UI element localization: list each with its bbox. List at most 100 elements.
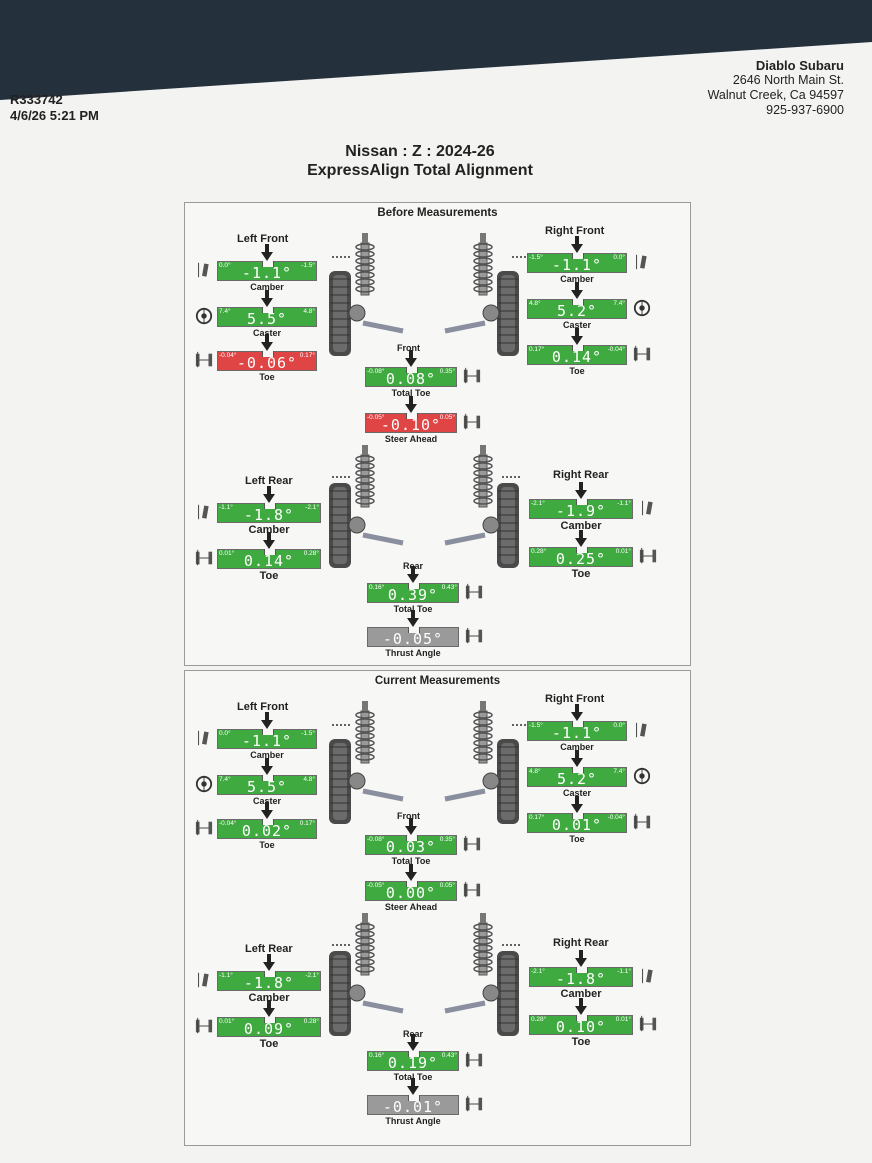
spec-min: 0.01° xyxy=(219,550,235,557)
caster-icon xyxy=(633,299,651,317)
rear-total-toe-gauge: 0.16°0.43°0.39°Total Toe xyxy=(367,583,459,614)
gauge-caption: Caster xyxy=(562,320,591,330)
separator-dots xyxy=(501,939,521,949)
gauge-caption: Steer Ahead xyxy=(384,434,438,444)
gauge-spec-notch xyxy=(408,627,420,633)
camber-icon xyxy=(636,722,647,738)
gauge-spec-notch xyxy=(576,967,588,973)
spec-min: -2.1° xyxy=(531,500,545,507)
camber-icon xyxy=(198,504,209,520)
gauge-spec-notch xyxy=(406,881,418,887)
reading-arrow-icon xyxy=(575,482,587,499)
spec-max: 0.43° xyxy=(441,584,457,591)
reading-arrow-icon xyxy=(571,750,583,767)
rear-total-toe-gauge: 0.16°0.43°0.19°Total Toe xyxy=(367,1051,459,1082)
measured-value: 0.39° xyxy=(387,586,439,604)
gauge-spec-notch xyxy=(406,835,418,841)
gauge-spec-notch xyxy=(408,1051,420,1057)
gauge-caption: Toe xyxy=(569,366,585,376)
lr-toe-gauge: 0.01°0.28°0.09°Toe xyxy=(217,1017,321,1050)
gauge-spec-notch xyxy=(576,547,588,553)
lf-toe-gauge: -0.04°0.17°-0.06°Toe xyxy=(217,351,317,382)
spec-max: 0.0° xyxy=(613,254,625,261)
spec-min: -1.1° xyxy=(219,972,233,979)
separator-dots xyxy=(501,471,521,481)
reading-arrow-icon xyxy=(405,350,417,367)
gauge-caption: Thrust Angle xyxy=(385,1116,441,1126)
measured-value: -1.8° xyxy=(243,974,295,992)
gauge-spec-notch xyxy=(262,729,274,735)
measured-value: -0.01° xyxy=(382,1098,444,1116)
front-axle-label: Front xyxy=(397,811,420,821)
measured-value: 0.00° xyxy=(385,884,437,902)
measured-value: 0.03° xyxy=(385,838,437,856)
spec-min: 0.01° xyxy=(219,1018,235,1025)
separator-dots xyxy=(331,251,351,261)
rr-toe-gauge: 0.28°0.01°0.25°Toe xyxy=(529,547,633,580)
shop-info: Diablo Subaru 2646 North Main St. Walnut… xyxy=(708,58,844,118)
spec-min: -2.1° xyxy=(531,968,545,975)
gauge-spec-notch xyxy=(262,775,274,781)
left-rear-label: Left Rear xyxy=(245,943,293,955)
right-front-label: Right Front xyxy=(545,225,605,237)
camber-icon xyxy=(198,262,209,278)
camber-icon xyxy=(642,968,653,984)
spec-min: -1.5° xyxy=(529,254,543,261)
ro-number: R333742 xyxy=(10,92,63,107)
toe-icon xyxy=(463,881,481,899)
gauge-caption: Camber xyxy=(560,520,602,532)
gauge-spec-notch xyxy=(572,299,584,305)
spec-min: -0.08° xyxy=(367,836,385,843)
rf-caster-gauge: 4.8°7.4°5.2°Caster xyxy=(527,299,627,330)
reading-arrow-icon xyxy=(571,282,583,299)
spec-max: 0.0° xyxy=(613,722,625,729)
spec-max: -1.5° xyxy=(301,262,315,269)
measured-value: 0.08° xyxy=(385,370,437,388)
gauge-caption: Toe xyxy=(259,840,275,850)
spec-max: 4.8° xyxy=(303,308,315,315)
spec-min: -0.05° xyxy=(367,882,385,889)
gauge-caption: Toe xyxy=(259,372,275,382)
gauge-caption: Total Toe xyxy=(393,604,433,614)
spec-min: 0.0° xyxy=(219,730,231,737)
gauge-caption: Total Toe xyxy=(393,1072,433,1082)
spec-min: -1.1° xyxy=(219,504,233,511)
reading-arrow-icon xyxy=(261,290,273,307)
gauge-caption: Caster xyxy=(252,328,281,338)
spec-min: -0.05° xyxy=(367,414,385,421)
reading-arrow-icon xyxy=(261,802,273,819)
toe-icon xyxy=(195,819,213,837)
toe-icon xyxy=(463,413,481,431)
spec-max: -1.1° xyxy=(617,968,631,975)
reading-arrow-icon xyxy=(407,1034,419,1051)
measured-value: -1.8° xyxy=(555,970,607,988)
reading-arrow-icon xyxy=(571,796,583,813)
lr-camber-gauge: -1.1°-2.1°-1.8°Camber xyxy=(217,503,321,536)
measured-value: 0.14° xyxy=(551,348,603,366)
spec-max: 0.17° xyxy=(299,352,315,359)
spec-min: -0.08° xyxy=(367,368,385,375)
gauge-caption: Camber xyxy=(560,988,602,1000)
measured-value: 5.2° xyxy=(556,770,598,788)
reading-arrow-icon xyxy=(407,1078,419,1095)
camber-icon xyxy=(198,972,209,988)
reading-arrow-icon xyxy=(261,244,273,261)
gauge-caption: Camber xyxy=(560,742,594,752)
spec-max: 0.01° xyxy=(615,548,631,555)
lf-caster-gauge: 7.4°4.8°5.5°Caster xyxy=(217,307,317,338)
gauge-caption: Camber xyxy=(560,274,594,284)
measured-value: -0.05° xyxy=(382,630,444,648)
front-right-suspension-diagram xyxy=(444,233,519,356)
right-front-label: Right Front xyxy=(545,693,605,705)
rear-left-suspension-diagram xyxy=(329,913,404,1036)
reading-arrow-icon xyxy=(575,530,587,547)
camber-icon xyxy=(636,254,647,270)
toe-icon xyxy=(639,1015,657,1033)
measured-value: -1.1° xyxy=(241,732,293,750)
gauge-caption: Toe xyxy=(259,1038,279,1050)
spec-max: 0.35° xyxy=(439,368,455,375)
measured-value: -1.1° xyxy=(551,256,603,274)
reading-arrow-icon xyxy=(407,610,419,627)
thrust-angle-gauge: -0.05°Thrust Angle xyxy=(367,627,459,658)
gauge-spec-notch xyxy=(406,413,418,419)
